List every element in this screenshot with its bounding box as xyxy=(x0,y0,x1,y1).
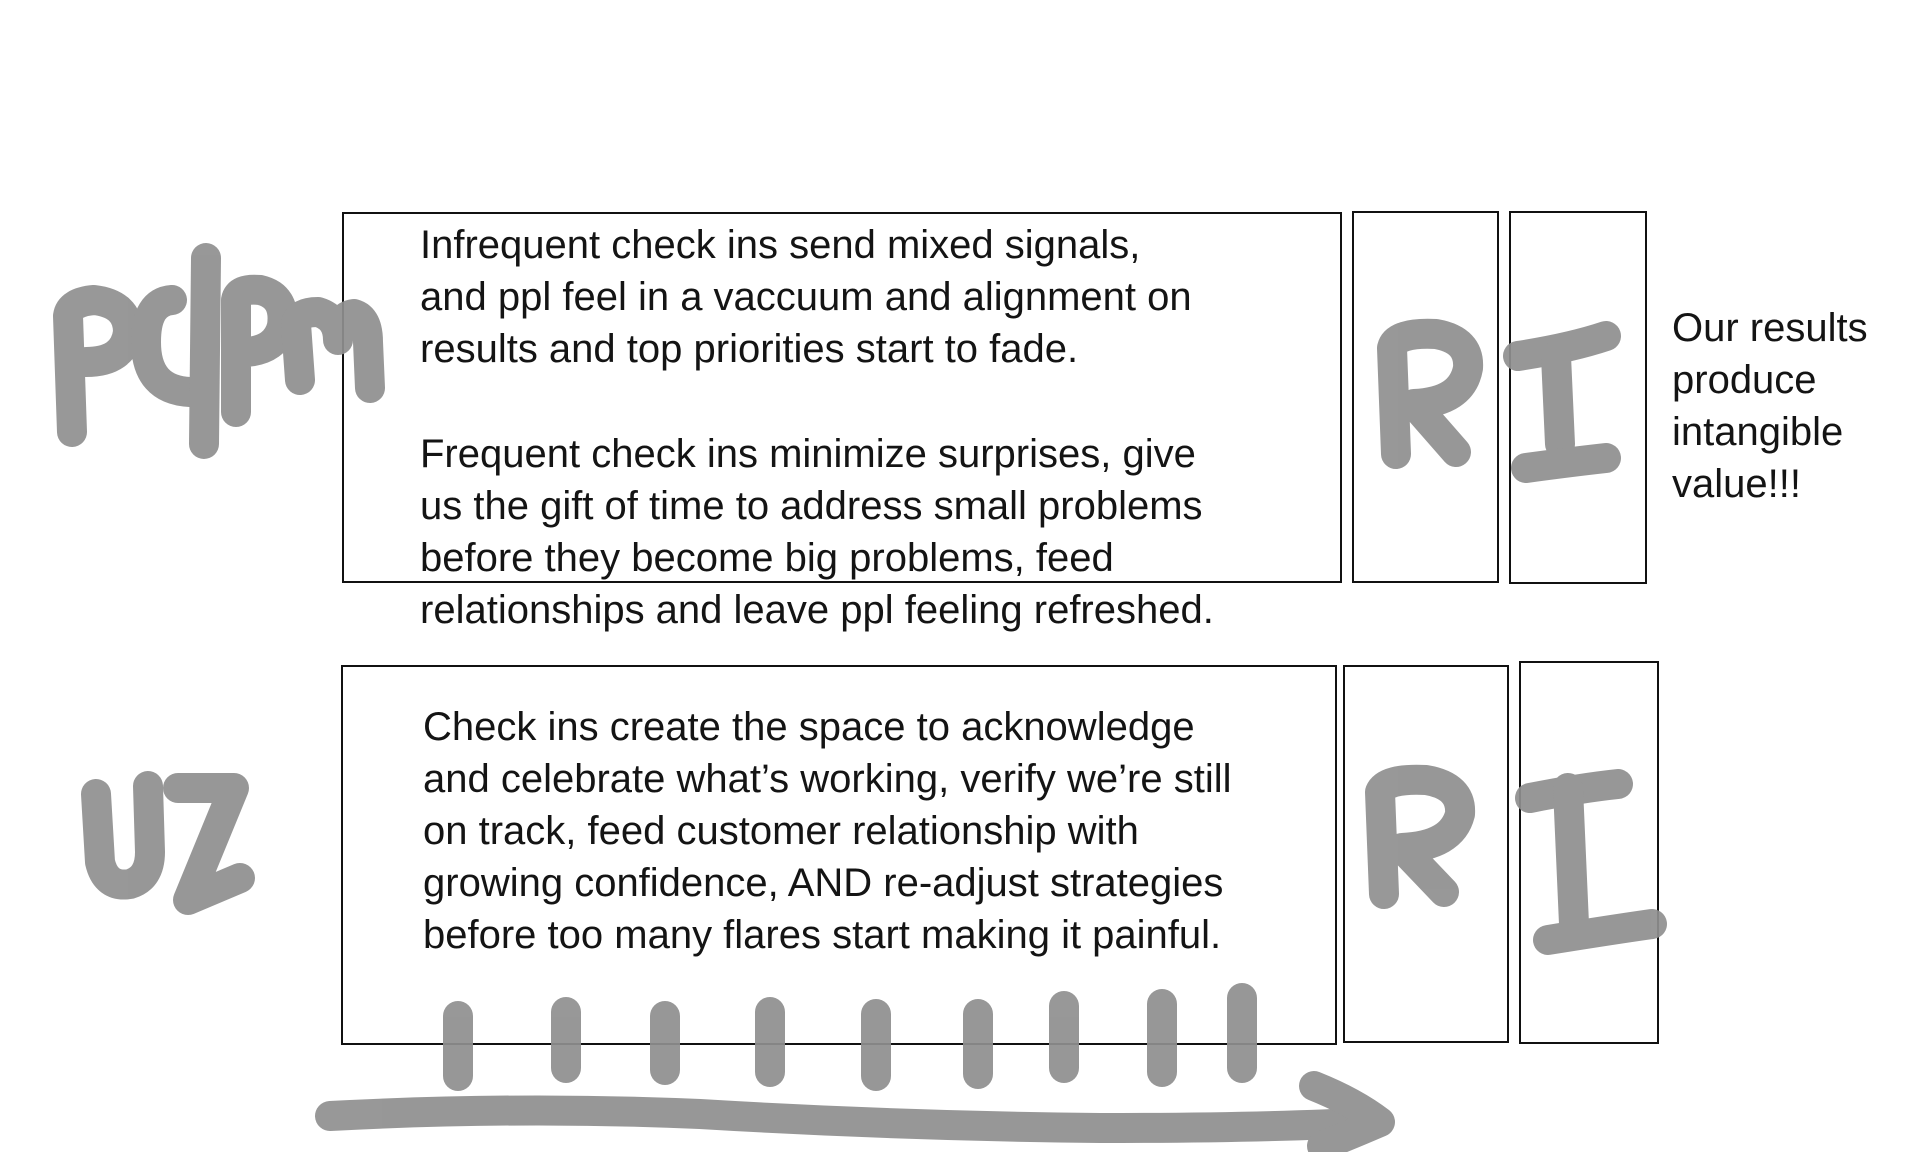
check-in-marks xyxy=(443,983,1257,1091)
row2-text-check-ins: Check ins create the space to acknowledg… xyxy=(423,705,1232,957)
row1-handwritten-i xyxy=(1503,321,1621,483)
row1-handwritten-label xyxy=(53,243,385,459)
row2-r-box xyxy=(1343,665,1509,1043)
row2-handwritten-i xyxy=(1515,769,1667,955)
row1-text-frequent: Frequent check ins minimize surprises, g… xyxy=(420,432,1214,632)
row1-handwritten-r xyxy=(1377,318,1484,469)
row2-handwritten-label xyxy=(81,771,255,915)
row1-text-infrequent: Infrequent check ins send mixed signals,… xyxy=(420,223,1192,371)
row2-handwritten-r xyxy=(1365,764,1476,909)
row1-i-box xyxy=(1509,211,1647,584)
row1-r-box xyxy=(1352,211,1499,583)
side-note: Our results produce intangible value!!! xyxy=(1672,306,1868,506)
row2-main-box xyxy=(341,665,1337,1045)
row2-i-box xyxy=(1519,661,1659,1044)
row1-main-box xyxy=(342,212,1342,583)
timeline-arrow xyxy=(315,1071,1395,1152)
